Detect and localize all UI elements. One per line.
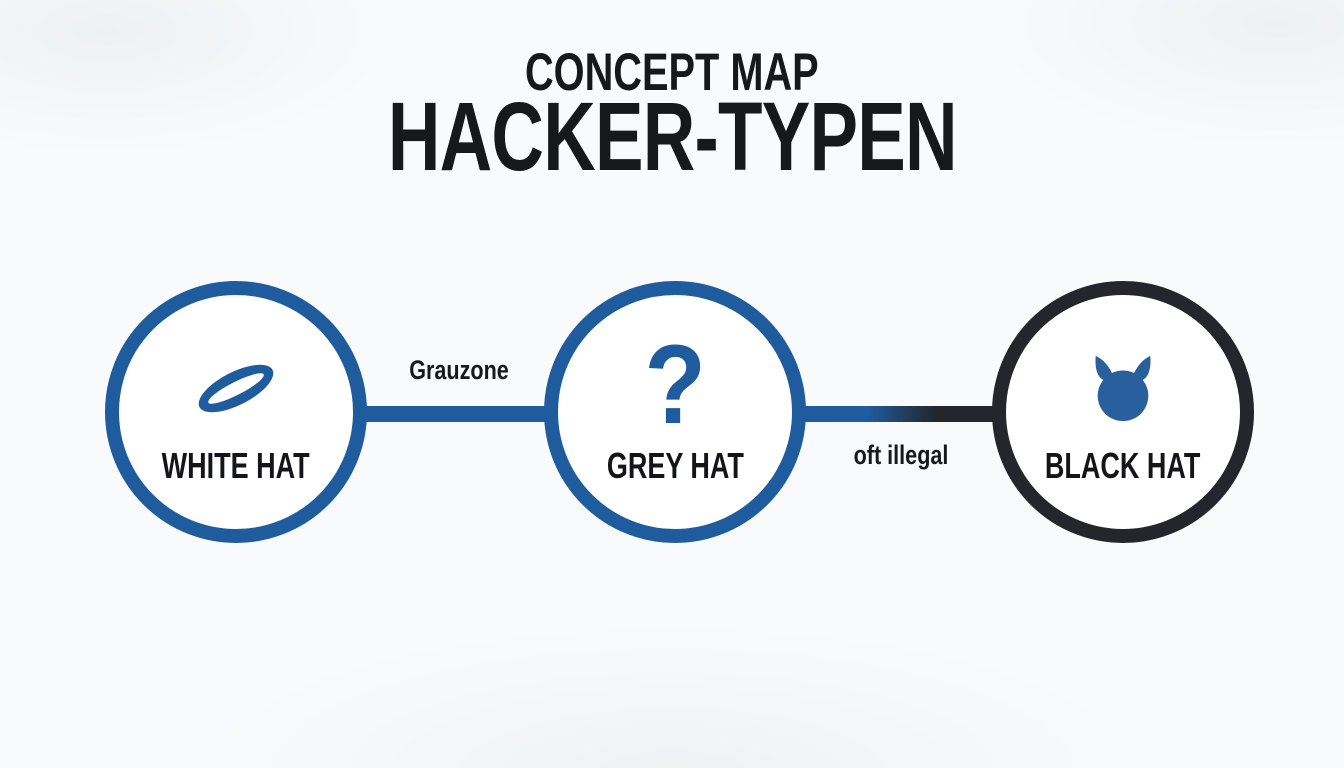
page-subtitle-text: CONCEPT MAP [525,43,819,102]
node-black-hat-label: BLACK HAT [1045,445,1201,486]
devil-icon [1006,340,1240,436]
edge-label-oft-illegal: oft illegal [853,440,949,470]
halo-icon [119,340,353,436]
node-white-hat: WHITE HAT [105,281,367,543]
page-title-text: HACKER-TYPEN [387,82,958,191]
page-title: HACKER-TYPEN [0,88,1344,185]
edge-label-grauzone: Grauzone [409,355,509,385]
page-subtitle: CONCEPT MAP [0,46,1344,99]
question-mark-icon: ? [644,322,706,447]
node-grey-hat: ? GREY HAT [544,281,806,543]
node-white-hat-label: WHITE HAT [162,445,310,486]
node-grey-hat-label: GREY HAT [606,445,744,486]
node-black-hat: BLACK HAT [992,281,1254,543]
